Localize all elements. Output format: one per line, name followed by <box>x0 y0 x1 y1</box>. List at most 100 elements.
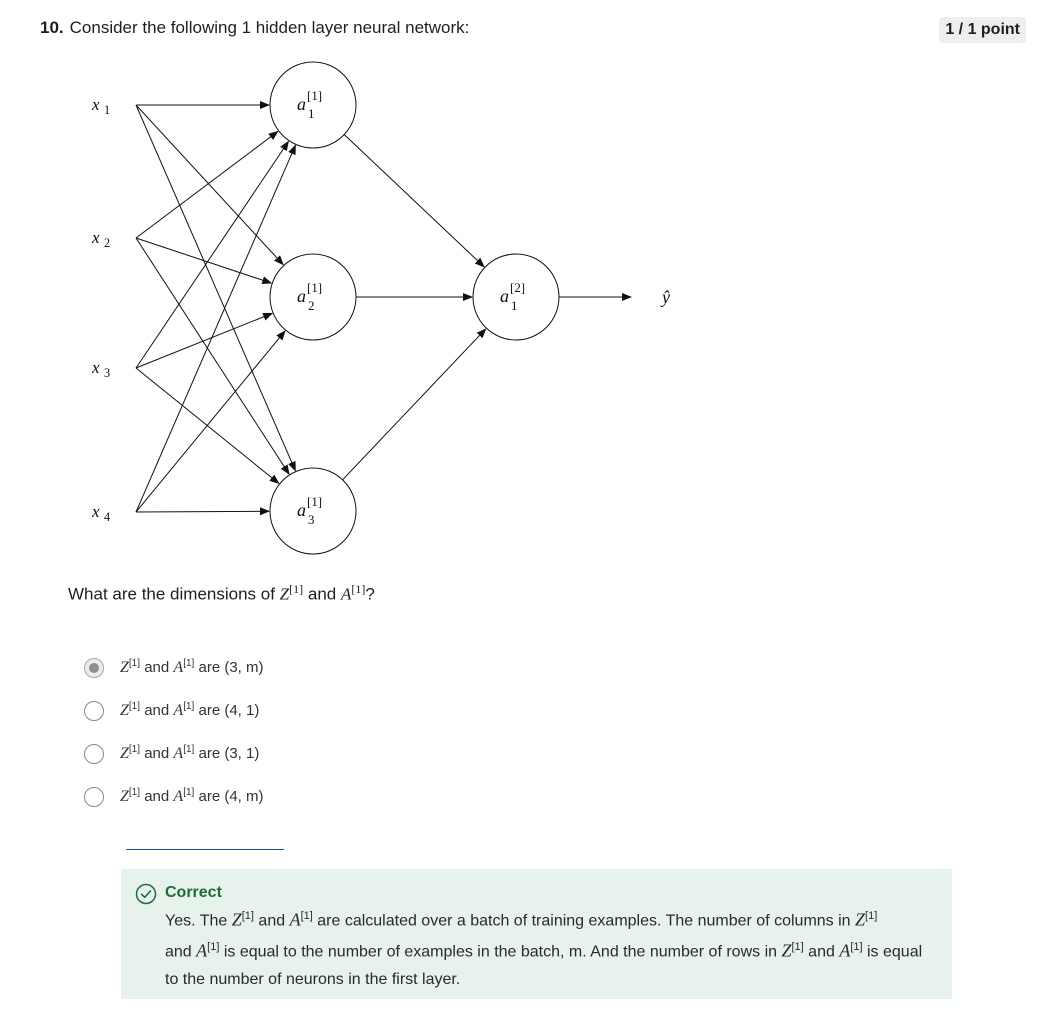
hidden-label-2: a <box>297 286 306 306</box>
fb-z: Z <box>231 909 242 930</box>
fb-p6: and <box>803 943 840 961</box>
fb-p4: and <box>165 943 197 961</box>
fb-p3: are calculated over a batch of training … <box>312 912 856 930</box>
prompt-z-sup: [1] <box>289 582 304 596</box>
prompt-z: Z <box>279 584 290 604</box>
hidden-label-3-sup: [1] <box>307 494 322 509</box>
hidden-label-3: a <box>297 500 306 520</box>
opt-z: Z <box>120 788 129 805</box>
edge-x2-h2 <box>135 237 273 285</box>
option-2[interactable]: Z[1] and A[1] are (3, 1) <box>84 732 264 775</box>
input-label-x2: x <box>91 228 100 247</box>
fb-a: A <box>839 940 851 961</box>
fb-z: Z <box>855 909 866 930</box>
prompt-a-sup: [1] <box>351 582 366 596</box>
input-label-x1-sub: 1 <box>104 103 110 117</box>
output-node-label-sub: 1 <box>511 298 517 313</box>
option-3[interactable]: Z[1] and A[1] are (4, m) <box>84 775 264 818</box>
output-node-label: a <box>500 286 509 306</box>
opt-z: Z <box>120 702 129 719</box>
opt-a-sup: [1] <box>183 658 195 669</box>
divider-line <box>126 849 284 850</box>
fb-p1: Yes. The <box>165 912 232 930</box>
output-node <box>472 253 560 341</box>
hidden-label-1-sub: 1 <box>308 106 314 121</box>
check-circle-icon <box>135 883 157 905</box>
opt-rest: are (4, 1) <box>194 702 260 719</box>
edge-x1-h2 <box>135 104 284 266</box>
fb-sup: [1] <box>207 941 220 954</box>
edge-h3-out <box>342 328 487 481</box>
opt-a-sup: [1] <box>183 787 195 798</box>
option-1[interactable]: Z[1] and A[1] are (4, 1) <box>84 689 264 732</box>
edge-x4-h3 <box>135 507 271 516</box>
answer-options: Z[1] and A[1] are (3, m) Z[1] and A[1] a… <box>84 646 264 818</box>
opt-z: Z <box>120 659 129 676</box>
fb-sup: [1] <box>865 910 878 922</box>
edge-x4-h2 <box>135 330 286 513</box>
fb-a: A <box>289 909 301 930</box>
input-label-x4: x <box>91 502 100 521</box>
opt-a: A <box>173 702 184 719</box>
opt-z-sup: [1] <box>128 787 141 798</box>
opt-and: and <box>140 659 174 676</box>
radio-button[interactable] <box>84 786 104 807</box>
fb-sup: [1] <box>850 941 863 954</box>
hidden-node-1 <box>269 61 357 149</box>
edge-h1-out <box>343 134 485 268</box>
hidden-label-2-sup: [1] <box>307 280 322 295</box>
edge-x4-h1 <box>135 144 296 513</box>
hidden-node-2 <box>269 253 357 341</box>
prompt-text: What are the dimensions of <box>68 584 280 604</box>
question-number: 10. <box>40 18 64 37</box>
opt-rest: are (4, m) <box>194 788 264 805</box>
input-label-x1: x <box>91 95 100 114</box>
opt-a: A <box>173 788 184 805</box>
feedback-title: Correct <box>165 884 222 901</box>
option-label: Z[1] and A[1] are (4, m) <box>120 787 264 806</box>
radio-dot <box>89 662 99 673</box>
fb-z: Z <box>781 940 792 961</box>
opt-and: and <box>140 788 174 805</box>
fb-sup: [1] <box>241 910 254 922</box>
opt-a: A <box>173 745 184 762</box>
edge-x2-h1 <box>135 130 279 239</box>
edge-x3-h2 <box>135 312 274 369</box>
fb-p7: is equal to the number of neurons in the… <box>165 943 923 988</box>
fb-p2: and <box>253 912 290 930</box>
opt-rest: are (3, 1) <box>194 745 260 762</box>
question-header: 10.Consider the following 1 hidden layer… <box>40 18 469 38</box>
radio-button[interactable] <box>84 657 104 678</box>
opt-z-sup: [1] <box>128 701 141 712</box>
opt-z-sup: [1] <box>128 658 141 669</box>
opt-a-sup: [1] <box>183 701 195 712</box>
hidden-label-1: a <box>297 94 306 114</box>
prompt-end: ? <box>365 584 375 604</box>
yhat-label: ŷ <box>660 287 670 307</box>
fb-sup: [1] <box>300 910 313 922</box>
opt-a-sup: [1] <box>183 744 195 755</box>
edge-x1-h3 <box>135 104 296 472</box>
input-label-x2-sub: 2 <box>104 236 110 250</box>
opt-and: and <box>140 745 174 762</box>
radio-button[interactable] <box>84 743 104 764</box>
fb-a: A <box>196 940 208 961</box>
radio-button[interactable] <box>84 700 104 721</box>
feedback-text: Yes. The Z[1] and A[1] are calculated ov… <box>165 903 926 993</box>
input-label-x3: x <box>91 358 100 377</box>
option-label: Z[1] and A[1] are (4, 1) <box>120 701 259 720</box>
output-node-label-sup: [2] <box>510 280 525 295</box>
input-label-x3-sub: 3 <box>104 366 110 380</box>
points-badge: 1 / 1 point <box>939 17 1026 43</box>
option-0[interactable]: Z[1] and A[1] are (3, m) <box>84 646 264 689</box>
opt-and: and <box>140 702 174 719</box>
hidden-label-2-sub: 2 <box>308 298 314 313</box>
hidden-node-3 <box>269 467 357 555</box>
prompt-a: A <box>340 584 352 604</box>
fb-sup: [1] <box>791 941 804 954</box>
network-edges <box>135 101 632 516</box>
network-nodes <box>269 61 560 555</box>
input-label-x4-sub: 4 <box>104 510 110 524</box>
